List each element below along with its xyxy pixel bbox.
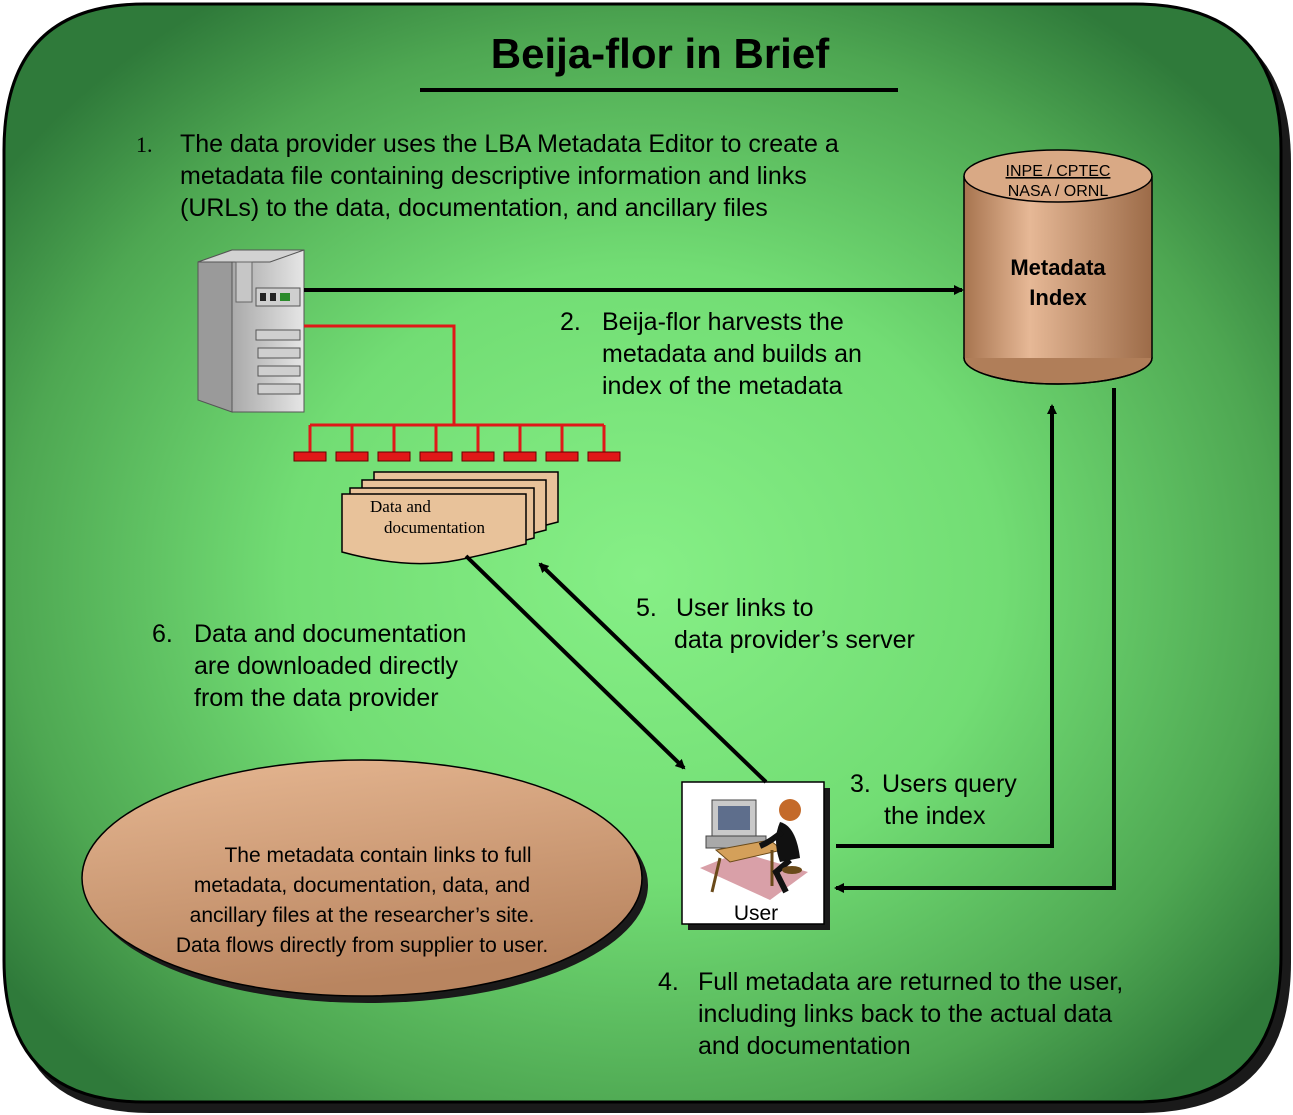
documents-label-line1: Data and	[370, 497, 431, 516]
documents-stack-icon	[341, 471, 559, 565]
step-1-line-3: (URLs) to the data, documentation, and a…	[180, 194, 768, 222]
server-icon	[197, 249, 305, 413]
step-2-number: 2.	[560, 308, 581, 336]
step-2-line-1: Beija-flor harvests the	[602, 308, 844, 336]
step-5-line-1: User links to	[676, 594, 814, 622]
arrow-user-to-provider	[538, 562, 768, 784]
page-title: Beija-flor in Brief	[491, 30, 830, 77]
step-1-number: 1.	[136, 132, 153, 157]
network-bus-icon	[304, 324, 606, 452]
step-3-line-1: Users query	[882, 770, 1017, 798]
step-6-line-3: from the data provider	[194, 684, 439, 712]
step-6-number: 6.	[152, 620, 173, 648]
step-6-line-2: are downloaded directly	[194, 652, 459, 680]
note-line-3: ancillary files at the researcher’s site…	[190, 904, 535, 927]
user-label: User	[734, 902, 778, 925]
arrow-user-query	[836, 404, 1057, 848]
database-label-line2: Index	[1029, 285, 1087, 310]
note-line-1: The metadata contain links to full	[224, 844, 531, 867]
step-6-line-1: Data and documentation	[194, 620, 466, 648]
arrow-download	[464, 554, 686, 770]
step-3-line-2: the index	[884, 802, 986, 830]
step-4-line-2: including links back to the actual data	[698, 1000, 1112, 1028]
network-nodes	[293, 451, 621, 462]
step-2-line-2: metadata and builds an	[602, 340, 862, 368]
user-at-computer-icon	[681, 781, 830, 930]
step-1-line-2: metadata file containing descriptive inf…	[180, 162, 807, 190]
step-3-number: 3.	[850, 770, 871, 798]
arrows	[304, 285, 1116, 893]
note-ellipse	[81, 759, 643, 997]
step-4-line-3: and documentation	[698, 1032, 911, 1060]
database-org2: NASA / ORNL	[1008, 183, 1109, 200]
step-1-line-1: The data provider uses the LBA Metadata …	[180, 130, 839, 158]
note-line-2: metadata, documentation, data, and	[194, 874, 530, 897]
arrow-index-return	[834, 388, 1116, 893]
database-label-line1: Metadata	[1010, 255, 1106, 280]
step-5-line-2: data provider’s server	[674, 626, 915, 654]
note-line-4: Data flows directly from supplier to use…	[176, 934, 548, 957]
database-org1: INPE / CPTEC	[1006, 163, 1111, 180]
step-5-number: 5.	[636, 594, 657, 622]
step-4-number: 4.	[658, 968, 679, 996]
step-2-line-3: index of the metadata	[602, 372, 843, 400]
documents-label-line2: documentation	[384, 518, 486, 537]
step-4-line-1: Full metadata are returned to the user,	[698, 968, 1123, 996]
database-cylinder-icon	[963, 149, 1153, 385]
